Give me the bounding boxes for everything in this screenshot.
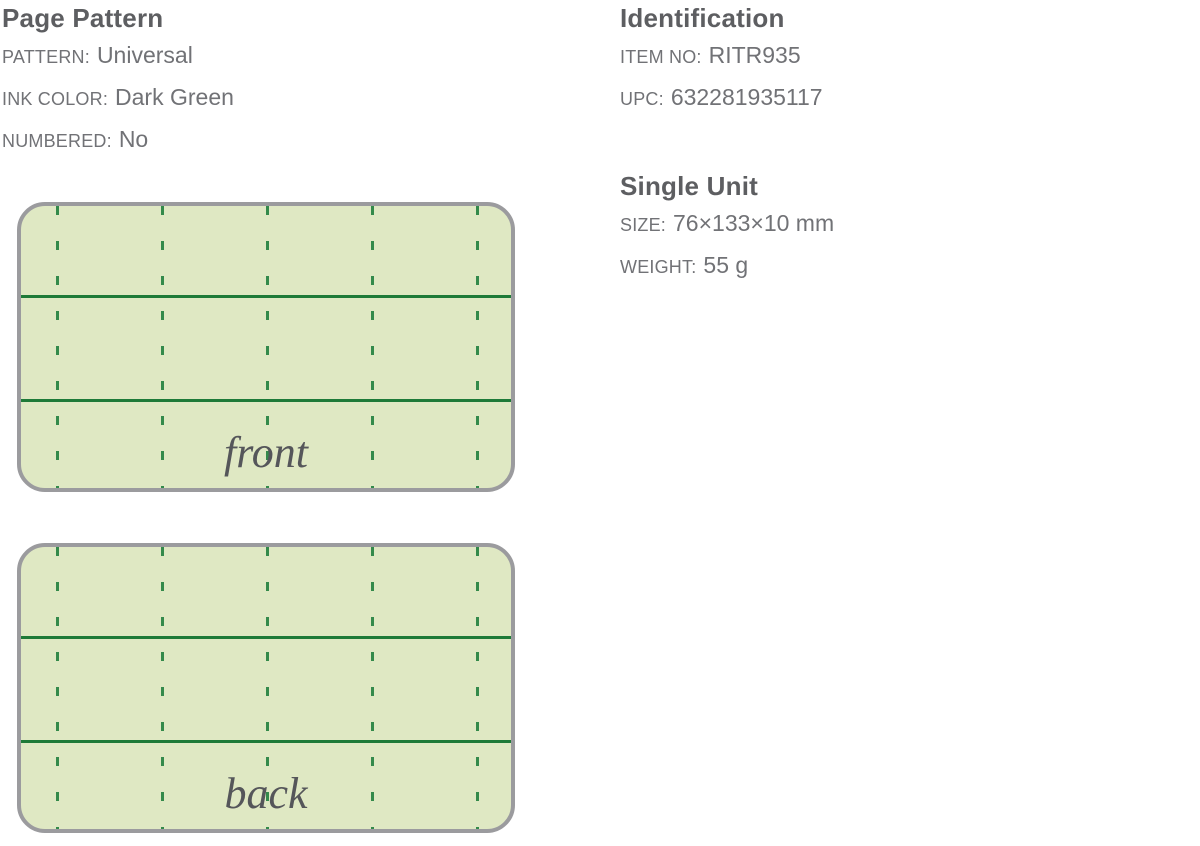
spec-row-pattern: PATTERN: Universal — [2, 34, 620, 76]
spec-value: No — [118, 126, 149, 152]
spec-label: PATTERN: — [2, 47, 90, 67]
back-side-label: back — [224, 769, 308, 818]
identification-title: Identification — [620, 3, 785, 33]
spec-label: NUMBERED: — [2, 131, 112, 151]
spec-value: 76×133×10 mm — [673, 210, 835, 236]
page-pattern-section: Page Pattern PATTERN: Universal INK COLOR… — [2, 3, 620, 833]
dashed-vertical-rule — [475, 206, 479, 488]
front-side-label: front — [224, 428, 308, 477]
spec-value: Universal — [96, 42, 193, 68]
spec-row-numbered: NUMBERED: No — [2, 118, 620, 160]
dashed-vertical-rule — [475, 547, 479, 829]
spec-label: SIZE: — [620, 215, 667, 235]
spec-label: WEIGHT: — [620, 257, 697, 277]
dashed-vertical-rule — [56, 547, 60, 829]
spec-row-item-no: ITEM NO: RITR935 — [620, 34, 1200, 76]
page-pattern-front-image: front — [17, 202, 515, 492]
spec-row-weight: WEIGHT: 55 g — [620, 244, 1200, 286]
solid-horizontal-rule — [21, 294, 511, 298]
dashed-vertical-rule — [370, 206, 374, 488]
solid-horizontal-rule — [21, 635, 511, 639]
spec-label: INK COLOR: — [2, 89, 109, 109]
dashed-vertical-rule — [161, 547, 165, 829]
identification-section: Identification ITEM NO: RITR935 UPC: 63228… — [620, 0, 1200, 846]
solid-horizontal-rule — [21, 399, 511, 403]
single-unit-title: Single Unit — [620, 171, 758, 201]
dashed-vertical-rule — [266, 547, 269, 829]
dashed-vertical-rule — [370, 547, 374, 829]
spec-value: RITR935 — [708, 42, 801, 68]
spec-value: 55 g — [703, 252, 749, 278]
dashed-vertical-rule — [161, 206, 165, 488]
spec-row-ink-color: INK COLOR: Dark Green — [2, 76, 620, 118]
page-pattern-back-image: back — [17, 543, 515, 833]
spec-row-upc: UPC: 632281935117 — [620, 76, 1200, 118]
spec-value: 632281935117 — [670, 84, 823, 110]
spec-row-size: SIZE: 76×133×10 mm — [620, 202, 1200, 244]
dashed-vertical-rule — [56, 206, 60, 488]
dashed-vertical-rule — [266, 206, 269, 488]
solid-horizontal-rule — [21, 740, 511, 744]
spec-value: Dark Green — [115, 84, 234, 110]
spec-label: ITEM NO: — [620, 47, 702, 67]
page-pattern-title: Page Pattern — [2, 3, 164, 33]
spec-label: UPC: — [620, 89, 664, 109]
